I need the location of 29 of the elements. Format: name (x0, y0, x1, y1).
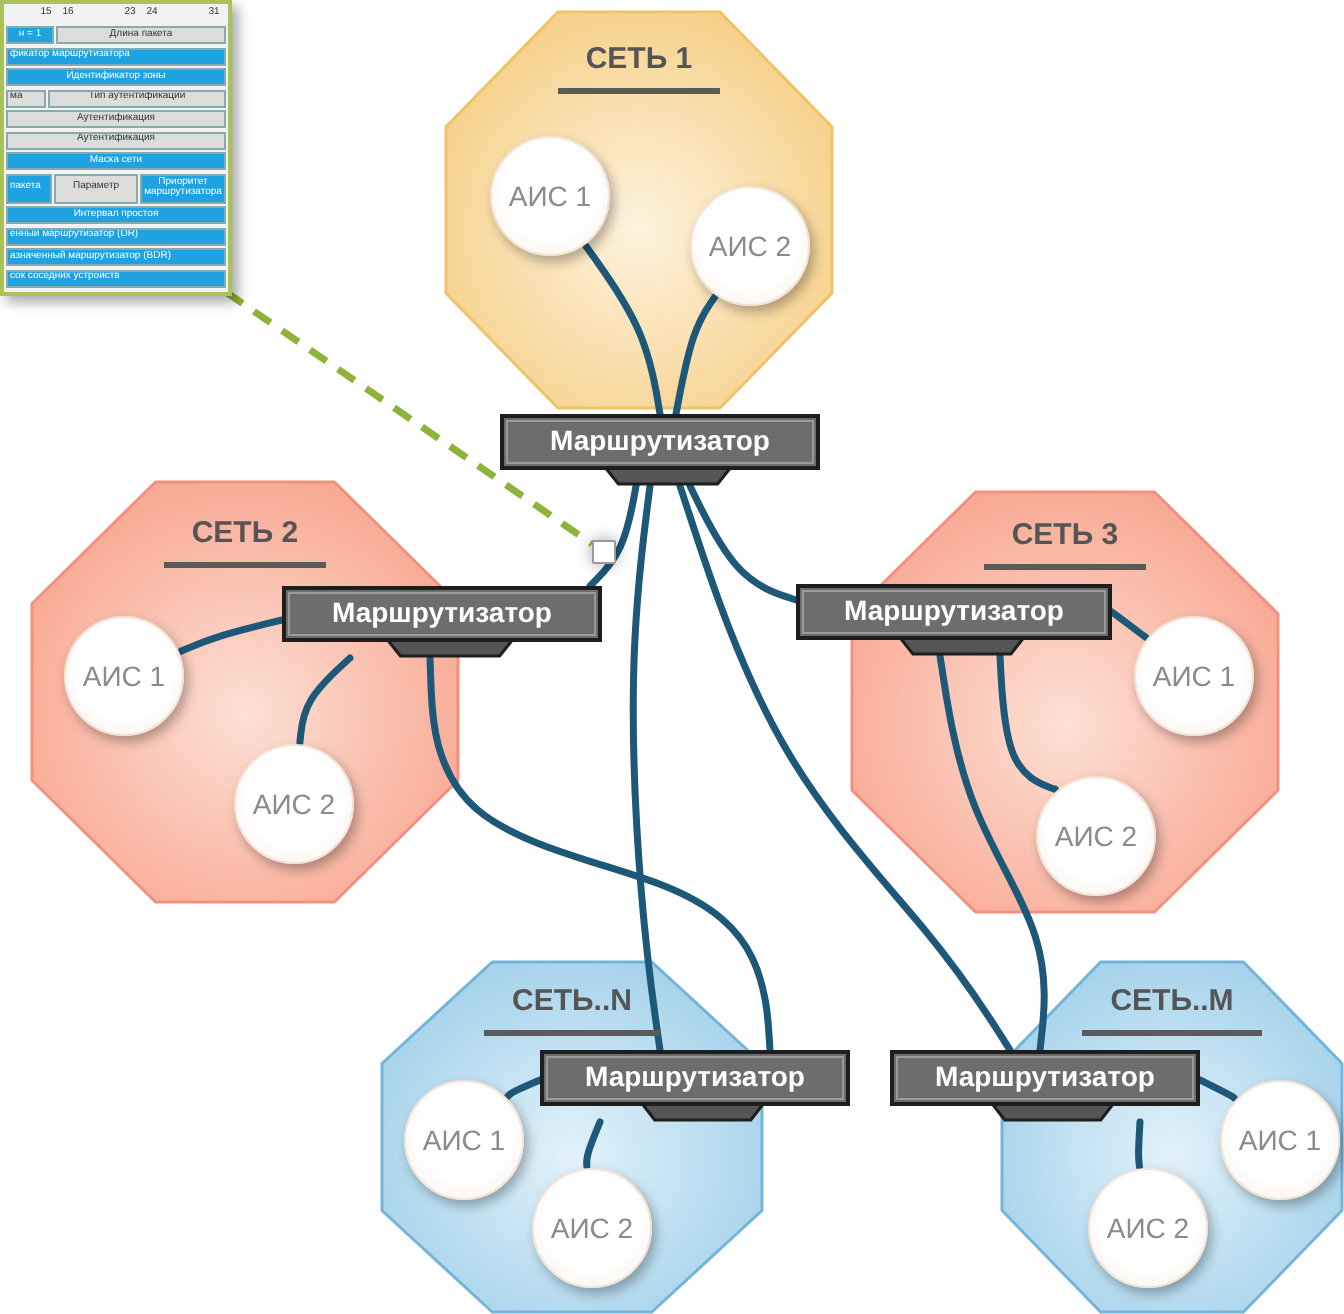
link-line (676, 482, 1014, 1054)
router-label: Маршрутизатор (550, 424, 770, 456)
router-label: Маршрутизатор (844, 594, 1064, 626)
network-title: СЕТЬ..M (1082, 984, 1262, 1036)
link-line (936, 652, 1048, 1054)
table-panel (0, 0, 232, 296)
network-title: СЕТЬ..N (484, 984, 660, 1036)
network-title: СЕТЬ 1 (557, 42, 721, 94)
link-line (1108, 608, 1150, 641)
link-line (1196, 1076, 1238, 1102)
junction-square (592, 540, 616, 564)
link-line (996, 652, 1059, 793)
network-title: СЕТЬ 2 (163, 516, 327, 568)
router-label: Маршрутизатор (332, 596, 552, 628)
link-line (296, 654, 354, 746)
link-line (686, 482, 800, 604)
link-line (672, 293, 719, 418)
link-line (1135, 1118, 1144, 1171)
link-line (629, 482, 664, 1054)
link-line (586, 482, 640, 590)
leader-line (224, 289, 594, 547)
router-label: Маршрутизатор (935, 1060, 1155, 1092)
link-line (504, 1076, 544, 1100)
link-line (177, 616, 286, 655)
link-line (583, 1118, 604, 1170)
network-title: СЕТЬ 3 (983, 518, 1147, 570)
router-label: Маршрутизатор (585, 1060, 805, 1092)
link-line (582, 242, 664, 418)
link-line (426, 654, 774, 1054)
